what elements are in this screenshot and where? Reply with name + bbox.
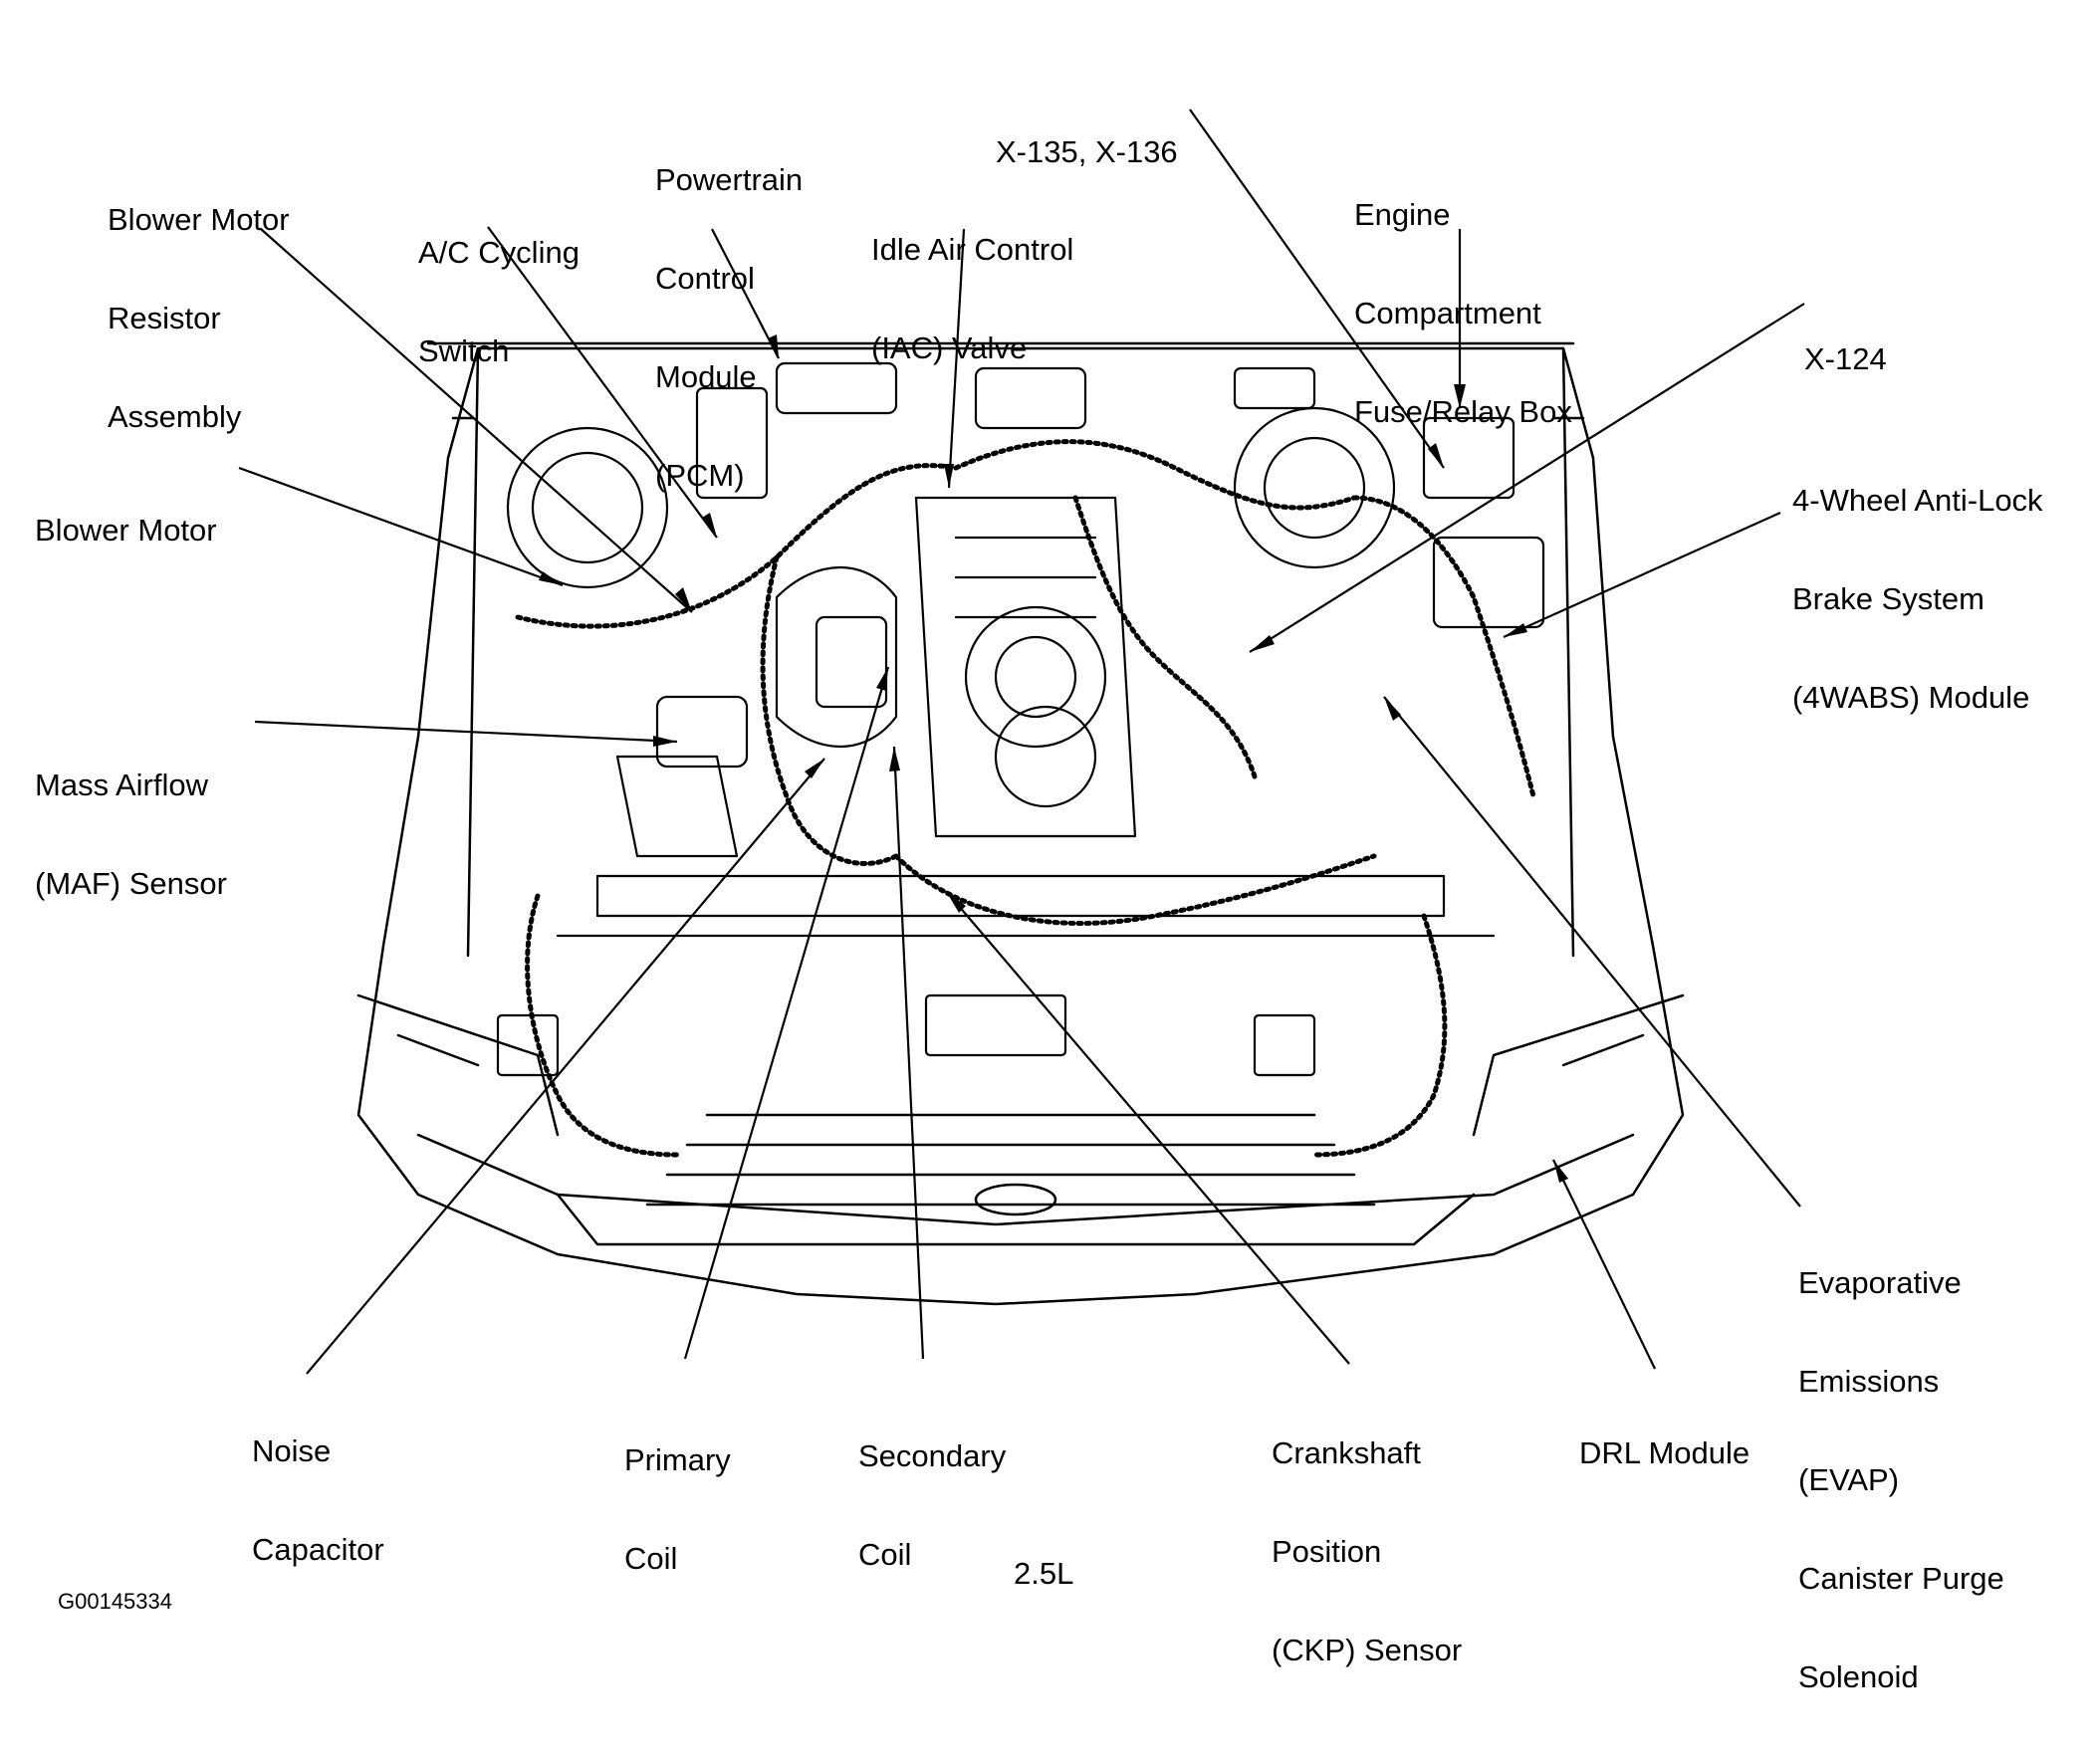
label-crankshaft-position-sensor: Crankshaft Position (CKP) Sensor xyxy=(1272,1435,1463,1667)
label-engine-compartment-fuse-relay-box: Engine Compartment Fuse/Relay Box xyxy=(1354,197,1572,429)
label-x135-x136: X-135, X-136 xyxy=(996,134,1178,169)
engine-bay-drawing xyxy=(238,109,1805,1375)
engine-compartment-diagram: Blower Motor Resistor Assembly A/C Cycli… xyxy=(35,109,2043,1693)
label-x124: X-124 xyxy=(1804,341,1887,376)
label-blower-motor: Blower Motor xyxy=(35,513,217,548)
label-primary-coil: Primary Coil xyxy=(624,1442,731,1576)
leader-arrowheads xyxy=(539,334,1568,1183)
label-secondary-coil: Secondary Coil xyxy=(858,1438,1007,1572)
label-4wabs-module: 4-Wheel Anti-Lock Brake System (4WABS) M… xyxy=(1792,483,2043,715)
label-mass-airflow-sensor: Mass Airflow (MAF) Sensor xyxy=(35,768,227,901)
engine-size-label: 2.5L xyxy=(1014,1556,1074,1591)
engine-components xyxy=(496,361,1545,1077)
label-blower-motor-resistor-assembly: Blower Motor Resistor Assembly xyxy=(108,202,290,434)
wiring-harness xyxy=(515,439,1536,1158)
engine-bay-outline xyxy=(356,341,1685,1306)
figure-id: G00145334 xyxy=(58,1589,172,1614)
label-drl-module: DRL Module xyxy=(1579,1435,1750,1470)
leader-lines xyxy=(238,109,1805,1375)
label-ac-cycling-switch: A/C Cycling Switch xyxy=(418,235,580,368)
label-idle-air-control-valve: Idle Air Control (IAC) Valve xyxy=(871,232,1074,365)
label-powertrain-control-module: Powertrain Control Module (PCM) xyxy=(655,162,804,493)
label-noise-capacitor: Noise Capacitor xyxy=(252,1433,384,1567)
label-evap-canister-purge-solenoid: Evaporative Emissions (EVAP) Canister Pu… xyxy=(1798,1265,2004,1694)
